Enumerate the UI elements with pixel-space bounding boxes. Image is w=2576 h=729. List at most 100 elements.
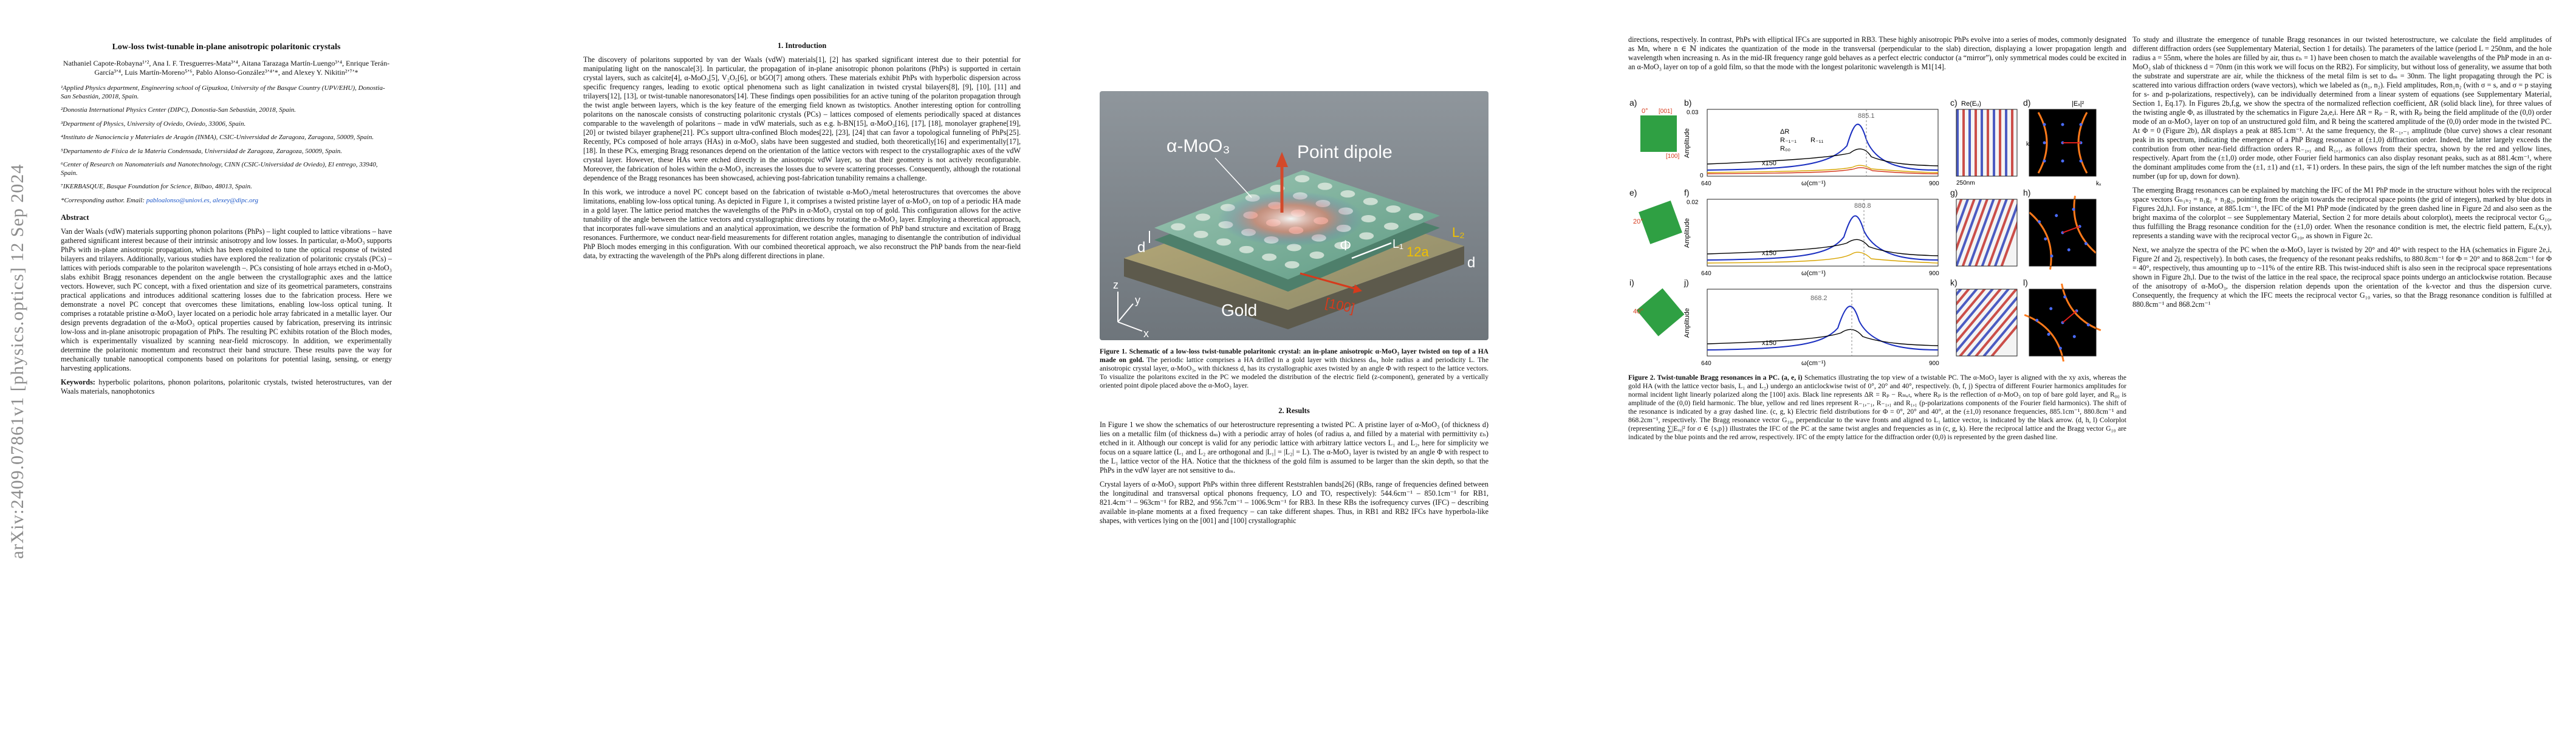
results-heading: 2. Results bbox=[1278, 406, 1310, 415]
figure-1-caption: Figure 1. Schematic of a low-loss twist-… bbox=[1100, 347, 1488, 390]
affiliation: ⁶Center of Research on Nanomaterials and… bbox=[61, 161, 378, 177]
field-stripe bbox=[1956, 199, 1962, 266]
affiliation: ⁵Departamento de Física de la Materia Co… bbox=[61, 147, 343, 155]
page-3: Point dipole α-MoO₃ Gold z y x d d L₁ Φ … bbox=[1075, 0, 1537, 729]
hole bbox=[1386, 205, 1401, 213]
modes-paragraph: directions, respectively. In contrast, P… bbox=[1628, 35, 2126, 71]
curve-delta-r bbox=[1707, 148, 1939, 166]
panel-a-label: a) bbox=[1629, 98, 1637, 108]
dir-100-label: [100] bbox=[1666, 153, 1679, 160]
field-stripe bbox=[1960, 289, 2017, 356]
tick-900-b: 900 bbox=[1929, 180, 1939, 187]
spectrum-j: 868.2 x150 Amplitude 640 900 ω(cm⁻¹) bbox=[1684, 289, 1939, 367]
angle-0-label: 0° bbox=[1642, 108, 1648, 115]
lattice-vector-l1 bbox=[1351, 242, 1392, 259]
l1-label: L₁ bbox=[1392, 238, 1403, 251]
ifc-map-l bbox=[2024, 283, 2102, 362]
field-stripe bbox=[1962, 199, 2013, 266]
hole bbox=[1171, 223, 1186, 231]
field-stripe bbox=[1956, 289, 1959, 315]
tick-900-f: 900 bbox=[1929, 270, 1939, 277]
hole bbox=[1340, 190, 1355, 198]
page-5-column: To study and illustrate the emergence of… bbox=[2132, 35, 2552, 314]
field-stripe bbox=[1956, 199, 2002, 266]
tick-0-b: 0 bbox=[1700, 173, 1704, 179]
reciprocal-lattice-point bbox=[2047, 332, 2050, 336]
field-stripe bbox=[1956, 289, 2017, 356]
amplitude-axis-f: Amplitude bbox=[1684, 218, 1691, 248]
panel-c-label: c) bbox=[1950, 98, 1958, 108]
x-axis-label: x bbox=[1143, 327, 1149, 340]
curve-delta-f bbox=[1707, 239, 1939, 256]
hole bbox=[1317, 182, 1332, 190]
field-stripe bbox=[1932, 97, 1934, 213]
hole bbox=[1408, 213, 1423, 221]
reciprocal-lattice-point bbox=[2061, 123, 2064, 126]
field-stripe bbox=[1854, 128, 1904, 259]
page-5: To study and illustrate the emergence of… bbox=[2132, 0, 2552, 729]
schematic-a: 0° [001] [100] bbox=[1640, 108, 1679, 160]
field-stripe bbox=[1956, 289, 1964, 320]
results-paragraph-2: Crystal layers of α-MoO₃ support PhPs wi… bbox=[1100, 480, 1488, 525]
hole bbox=[1196, 213, 1210, 221]
field-stripe bbox=[1871, 134, 1921, 265]
abstract-text: Van der Waals (vdW) materials supporting… bbox=[61, 227, 392, 372]
field-stripe bbox=[1957, 199, 2007, 266]
page-4: directions, respectively. In contrast, P… bbox=[1604, 0, 2126, 729]
affiliation: ³Department of Physics, University of Ov… bbox=[61, 120, 246, 128]
angle-40-label: 40° bbox=[1633, 308, 1643, 315]
panel-d-label: d) bbox=[2023, 98, 2030, 108]
abstract-heading: Abstract bbox=[61, 213, 89, 222]
field-stripe bbox=[1956, 289, 2010, 356]
figure-1-caption-title: Figure 1. Schematic of a low-loss twist-… bbox=[1100, 348, 1488, 364]
field-stripe bbox=[1858, 199, 1950, 307]
moo3-pointer bbox=[1214, 157, 1252, 198]
field-stripe bbox=[1985, 199, 2017, 266]
hole bbox=[1334, 242, 1349, 250]
corresponding-emails[interactable]: pabloalonso@uniovi.es, alexey@dipc.org bbox=[146, 196, 258, 204]
hole bbox=[1359, 232, 1374, 240]
figure-2-svg: a) b) c) d) e) f) g) h) i) j) k) l) 0° [… bbox=[1629, 97, 2102, 367]
peak-880-label: 880.8 bbox=[1854, 202, 1871, 210]
field-stripe bbox=[1920, 97, 1922, 213]
panel-f-label: f) bbox=[1684, 188, 1690, 197]
reciprocal-lattice-point bbox=[2044, 237, 2047, 241]
reciprocal-lattice-point bbox=[2079, 123, 2083, 126]
point-dipole-arrowhead bbox=[1276, 152, 1288, 167]
field-stripe bbox=[1877, 136, 1927, 268]
affiliation: ⁷IKERBASQUE, Basque Foundation for Scien… bbox=[61, 183, 252, 190]
hole bbox=[1309, 252, 1324, 259]
keywords: Keywords: hyperbolic polaritons, phonon … bbox=[61, 378, 392, 396]
field-stripe bbox=[2005, 109, 2007, 176]
field-stripe bbox=[1999, 109, 2001, 176]
x150-label-j: x150 bbox=[1762, 340, 1776, 347]
hole bbox=[1284, 261, 1300, 269]
field-stripe bbox=[1981, 109, 1983, 176]
bragg-vector-arrow bbox=[2062, 225, 2080, 233]
field-stripe bbox=[1962, 109, 1965, 176]
re-ez-label: Re(Eᵤ) bbox=[1961, 100, 1981, 108]
field-stripe bbox=[1956, 199, 1996, 266]
figure-1-caption-body: The periodic lattice comprises a HA dril… bbox=[1100, 357, 1488, 389]
field-stripe bbox=[1956, 199, 1990, 266]
page-2-column: 1. Introduction The discovery of polarit… bbox=[583, 33, 1021, 265]
field-stripe bbox=[1956, 289, 2017, 356]
delta-r-legend: ΔR bbox=[1780, 128, 1789, 135]
field-stripe bbox=[1863, 203, 1954, 312]
field-map-k bbox=[1858, 199, 2018, 357]
corresponding-label: *Corresponding author. Email: bbox=[61, 196, 145, 204]
field-stripe bbox=[1956, 289, 2017, 356]
tick-900-j: 900 bbox=[1929, 360, 1939, 367]
amplitude-axis-b: Amplitude bbox=[1684, 128, 1691, 158]
panel-j-label: j) bbox=[1684, 278, 1689, 287]
field-stripe bbox=[1877, 97, 1880, 213]
page-1-column: Low-loss twist-tunable in-plane anisotro… bbox=[61, 43, 392, 401]
twelve-a-label: 12a bbox=[1406, 244, 1429, 259]
phi-label: Φ bbox=[1340, 238, 1351, 254]
reciprocal-lattice-point bbox=[2072, 335, 2076, 338]
field-stripe bbox=[1968, 199, 2017, 266]
hyperbola-branch bbox=[2037, 112, 2048, 174]
field-stripe bbox=[1987, 109, 1989, 176]
page-5-paragraph-3: Next, we analyze the spectra of the PC w… bbox=[2132, 245, 2552, 309]
page-2: 1. Introduction The discovery of polarit… bbox=[583, 0, 1033, 729]
